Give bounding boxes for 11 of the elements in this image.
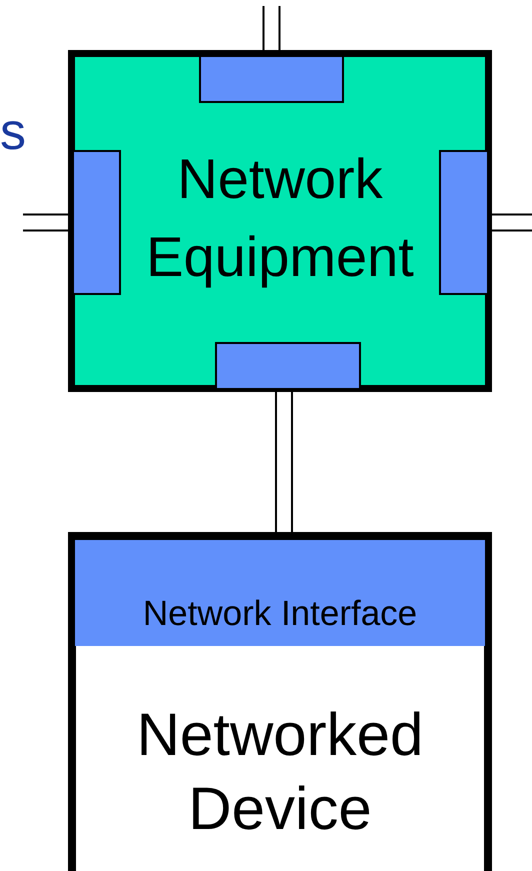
interface-band xyxy=(75,540,485,646)
interface-label: Network Interface xyxy=(142,594,418,634)
equipment-box xyxy=(68,50,492,392)
node-label: Networked Device xyxy=(136,700,424,844)
port-block xyxy=(215,342,361,390)
device-box xyxy=(68,532,492,871)
port-block xyxy=(199,55,344,103)
node-label: Network Equipment xyxy=(145,146,415,290)
title-fragment: s xyxy=(0,102,26,162)
port-block xyxy=(439,150,489,295)
port-block xyxy=(72,150,121,295)
